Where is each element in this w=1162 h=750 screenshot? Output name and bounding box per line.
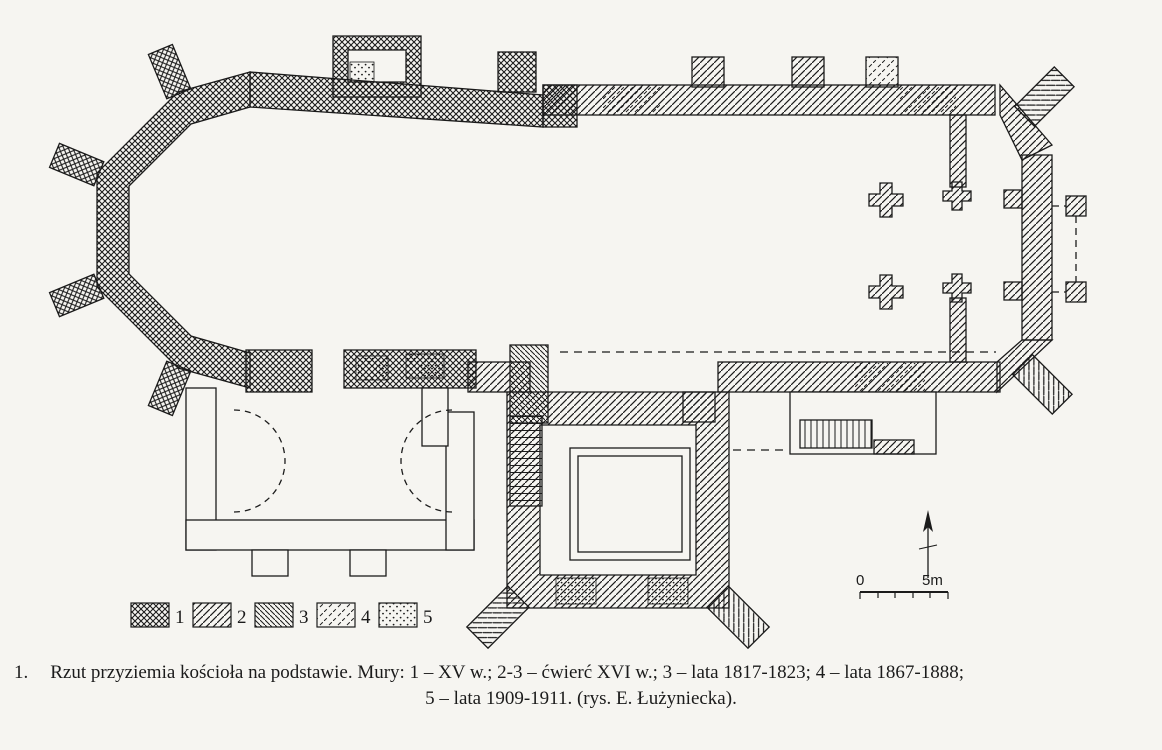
- tower-stairs: [509, 415, 543, 507]
- legend-swatch-diagonal-fine: [254, 602, 294, 628]
- south-tower: [465, 391, 771, 650]
- remnant-pier: [1065, 195, 1087, 217]
- legend-swatch-crosshatch: [130, 602, 170, 628]
- tower-inner-room: [569, 447, 691, 561]
- tower-wall-band: [506, 391, 730, 609]
- stair-annex-wall-stub: [873, 439, 915, 455]
- north-wall-jog: [542, 84, 578, 128]
- cruciform-pier: [868, 182, 904, 218]
- legend-item-2: 2: [192, 602, 247, 628]
- southwest-annex: [185, 387, 475, 577]
- annex-bottom-wall: [185, 519, 475, 551]
- scale-zero-label: 0: [856, 572, 864, 589]
- dashed-guide-lines: [560, 351, 996, 451]
- tower-inner-room-lining: [577, 455, 683, 553]
- chapel-dotted-patch: [349, 61, 375, 83]
- annex-dotted-patch: [355, 355, 389, 381]
- legend-label: 4: [361, 607, 371, 628]
- west-apse: [48, 43, 251, 417]
- legend-swatch-diagonal-wide: [192, 602, 232, 628]
- north-arrow-head-icon: [923, 510, 933, 532]
- legend-item-5: 5: [378, 602, 433, 628]
- north-arrow-crossbar: [918, 544, 938, 550]
- apse-buttress-icon: [48, 142, 105, 187]
- legend-swatch-diagonal-dashed: [316, 602, 356, 628]
- south-stair-annex: [789, 391, 937, 455]
- north-wall: [249, 35, 996, 128]
- cruciform-pier: [868, 274, 904, 310]
- door-swing-arc: [400, 409, 453, 513]
- apse-wall: [96, 71, 251, 389]
- interior-piers: [868, 114, 972, 363]
- annex-dotted-patch: [405, 353, 445, 379]
- apse-buttress-icon: [48, 273, 105, 318]
- annex-buttress: [251, 549, 289, 577]
- stair-treads: [799, 419, 873, 449]
- tower-dotted-patch: [555, 577, 597, 605]
- small-cruciform-pier: [942, 273, 972, 303]
- north-buttress: [865, 56, 899, 88]
- demolished-wall-dashed-line: [1052, 205, 1077, 293]
- figure-number: 1.: [14, 662, 29, 683]
- church-floor-plan-drawing: 0 5m 1 2 3 4 5: [48, 35, 1087, 650]
- north-buttress: [791, 56, 825, 88]
- annex-buttress: [349, 549, 387, 577]
- caption-text-line1: Rzut przyziemia kościoła na podstawie. M…: [50, 662, 964, 683]
- scale-bar: 0 5m: [856, 572, 949, 599]
- north-buttress: [497, 51, 537, 93]
- remnant-pier: [1065, 281, 1087, 303]
- annex-right-wall: [445, 411, 475, 551]
- legend-swatch-dots: [378, 602, 418, 628]
- south-wall-west-segment: [245, 349, 313, 393]
- small-cruciform-pier: [942, 181, 972, 211]
- door-swing-arc: [233, 409, 286, 513]
- legend-label: 2: [237, 607, 247, 628]
- tower-dotted-patch: [647, 577, 689, 605]
- legend-item-3: 3: [254, 602, 309, 628]
- east-wall: [1021, 154, 1053, 341]
- legend-item-4: 4: [316, 602, 371, 628]
- south-wall-patch: [855, 363, 925, 391]
- north-wall-patch: [602, 86, 660, 114]
- legend-label: 5: [423, 607, 433, 628]
- east-wall-pilaster: [1003, 281, 1023, 301]
- legend-label: 1: [175, 607, 185, 628]
- north-chapel-projection: [332, 35, 422, 98]
- figure-caption: 1. Rzut przyziemia kościoła na podstawie…: [0, 660, 1162, 711]
- chancel-wall-stub: [949, 114, 967, 188]
- north-arrow: [918, 510, 938, 578]
- legend-label: 3: [299, 607, 309, 628]
- legend: 1 2 3 4 5: [130, 602, 433, 628]
- scale-ticks: [859, 592, 949, 599]
- north-buttress: [691, 56, 725, 88]
- east-wall-pilaster: [1003, 189, 1023, 209]
- legend-item-1: 1: [130, 602, 185, 628]
- caption-text-line2: 5 – lata 1909-1911. (rys. E. Łużyniecka)…: [425, 687, 737, 709]
- scale-end-label: 5m: [922, 572, 943, 589]
- east-chancel: [996, 65, 1087, 416]
- north-wall-patch: [900, 86, 956, 114]
